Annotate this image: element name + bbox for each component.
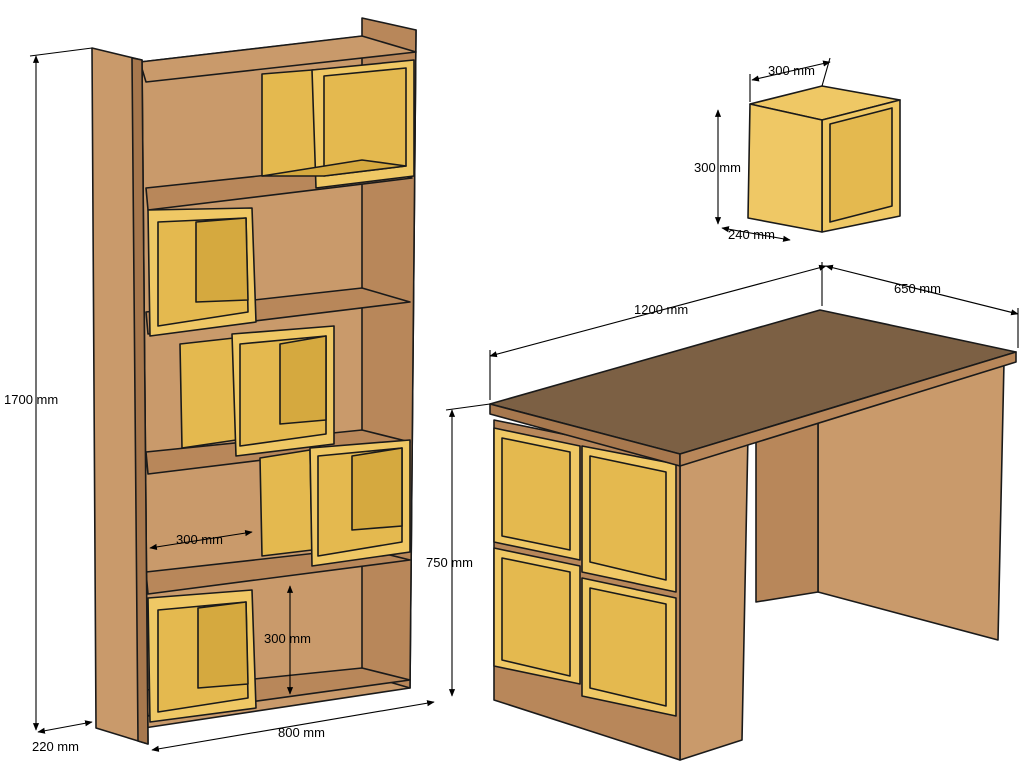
desk-side-panel (679, 433, 749, 761)
cube-depth-label: 240 mm (728, 227, 775, 242)
shelf-cube (259, 439, 411, 567)
shelf-cube-width-label: 300 mm (176, 532, 223, 547)
wall-cube-inside (829, 107, 893, 223)
desk-depth-dimension-line (825, 264, 1019, 316)
cube-side-label: 300 mm (694, 160, 741, 175)
shelf-width-label: 800 mm (278, 725, 325, 740)
wall-cube-front (747, 103, 823, 233)
shelf-cube (147, 589, 257, 723)
desk-cube (581, 445, 677, 593)
shelf-cube-height-label: 300 mm (264, 631, 311, 646)
bookshelf (91, 17, 417, 745)
desk-top-side-edge (679, 351, 1017, 467)
bookshelf-left-front-edge (131, 57, 149, 745)
shelf-cube (261, 59, 415, 189)
cube-top-label: 300 mm (768, 63, 815, 78)
desk-cube (493, 547, 581, 685)
shelf-cube (179, 325, 335, 457)
desk-cube (581, 577, 677, 717)
bookshelf-cubes (147, 59, 415, 723)
dimension-labels: 1700 mm 220 mm 800 mm 300 mm 300 mm 300 … (4, 63, 941, 754)
cube-depth-dimension-line (721, 226, 791, 242)
desk-right-leg-edge (755, 419, 819, 603)
bookshelf-top-board (139, 35, 417, 83)
shelf-cube-width-dimension-line (149, 530, 253, 550)
dimension-lines (29, 47, 1019, 752)
shelf-height-label: 1700 mm (4, 392, 58, 407)
desk-length-label: 1200 mm (634, 302, 688, 317)
shelf-cube (147, 207, 257, 337)
desk-depth-label: 650 mm (894, 281, 941, 296)
shelf-depth-label: 220 mm (32, 739, 79, 754)
desk-height-label: 750 mm (426, 555, 473, 570)
cube-top-dimension-line (751, 60, 831, 82)
desk (489, 309, 1017, 761)
desk-length-dimension-line (489, 264, 827, 358)
extension-line (29, 47, 93, 57)
wall-cube (747, 85, 901, 233)
desk-cubes (493, 419, 681, 761)
shelf-depth-dimension-line (37, 720, 93, 734)
extension-line (445, 403, 491, 411)
shelf-width-dimension-line (151, 700, 435, 752)
desk-cube (493, 427, 581, 561)
extension-line (821, 57, 831, 87)
